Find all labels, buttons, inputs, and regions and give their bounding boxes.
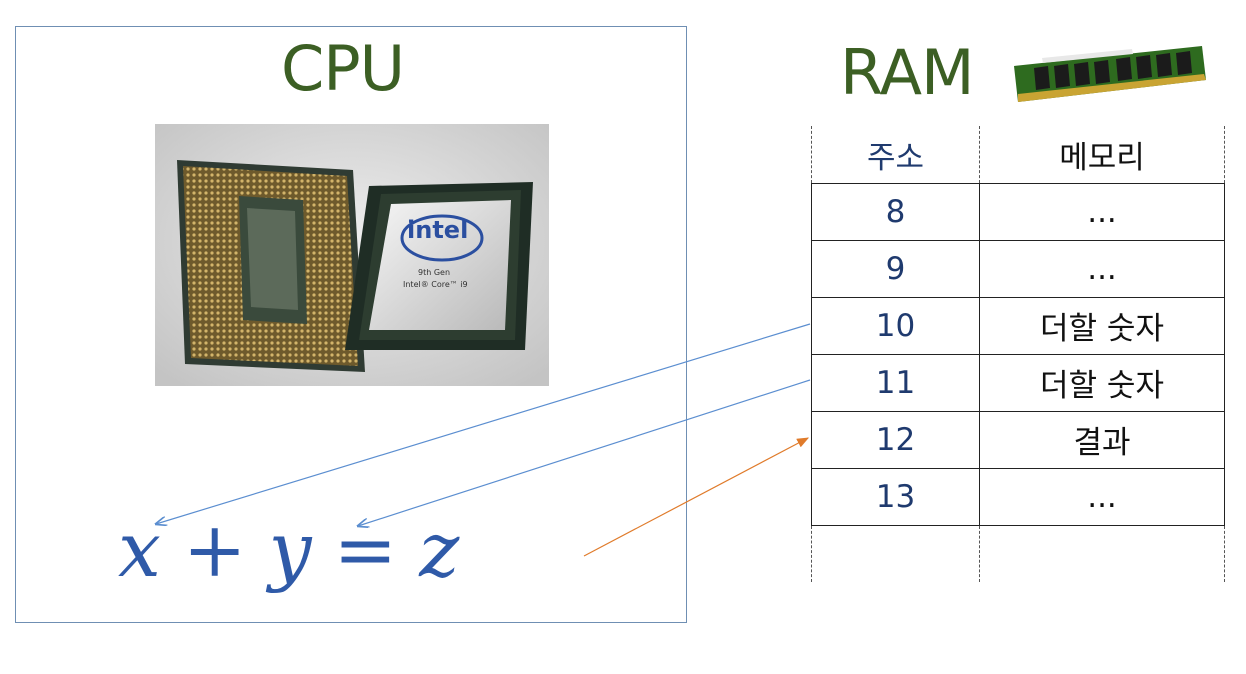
cpu-photo-gen: 9th Gen	[418, 268, 451, 277]
address-cell: 11	[811, 353, 980, 412]
memory-cell: ...	[979, 182, 1225, 241]
table-row: 10 더할 숫자	[811, 296, 1225, 355]
table-row: 11 더할 숫자	[811, 353, 1225, 412]
memory-cell: 더할 숫자	[979, 353, 1225, 412]
cpu-front-chip	[345, 182, 533, 350]
equation-plus: +	[182, 505, 247, 594]
table-row: 9 ...	[811, 239, 1225, 298]
address-cell: 9	[811, 239, 980, 298]
table-row: 13 ...	[811, 467, 1225, 526]
equation: x+y=z	[118, 512, 459, 588]
equation-equals: =	[333, 505, 398, 594]
address-cell: 8	[811, 182, 980, 241]
equation-y: y	[268, 505, 312, 594]
ram-title: RAM	[840, 36, 974, 109]
equation-x: x	[118, 505, 161, 594]
column-header-memory: 메모리	[979, 126, 1225, 183]
cpu-title: CPU	[281, 32, 405, 105]
cpu-photo-brand: intel	[407, 216, 469, 244]
cpu-back-chip	[177, 160, 365, 372]
cpu-photo	[155, 124, 549, 386]
column-header-address: 주소	[811, 126, 980, 183]
memory-cell: 더할 숫자	[979, 296, 1225, 355]
address-cell: 13	[811, 467, 980, 526]
cpu-photo-model: Intel® Core™ i9	[403, 280, 468, 289]
table-header-row: 주소 메모리	[811, 126, 1225, 183]
ram-stick-icon	[1014, 46, 1206, 102]
memory-cell: 결과	[979, 410, 1225, 469]
memory-cell: ...	[979, 239, 1225, 298]
address-cell: 10	[811, 296, 980, 355]
ram-table: 주소 메모리 8 ... 9 ... 10 더할 숫자 11 더할 숫자 12 …	[811, 126, 1225, 582]
table-row: 8 ...	[811, 182, 1225, 241]
table-filler-row	[811, 525, 1225, 582]
table-row: 12 결과	[811, 410, 1225, 469]
memory-cell: ...	[979, 467, 1225, 526]
equation-z: z	[419, 505, 460, 594]
address-cell: 12	[811, 410, 980, 469]
